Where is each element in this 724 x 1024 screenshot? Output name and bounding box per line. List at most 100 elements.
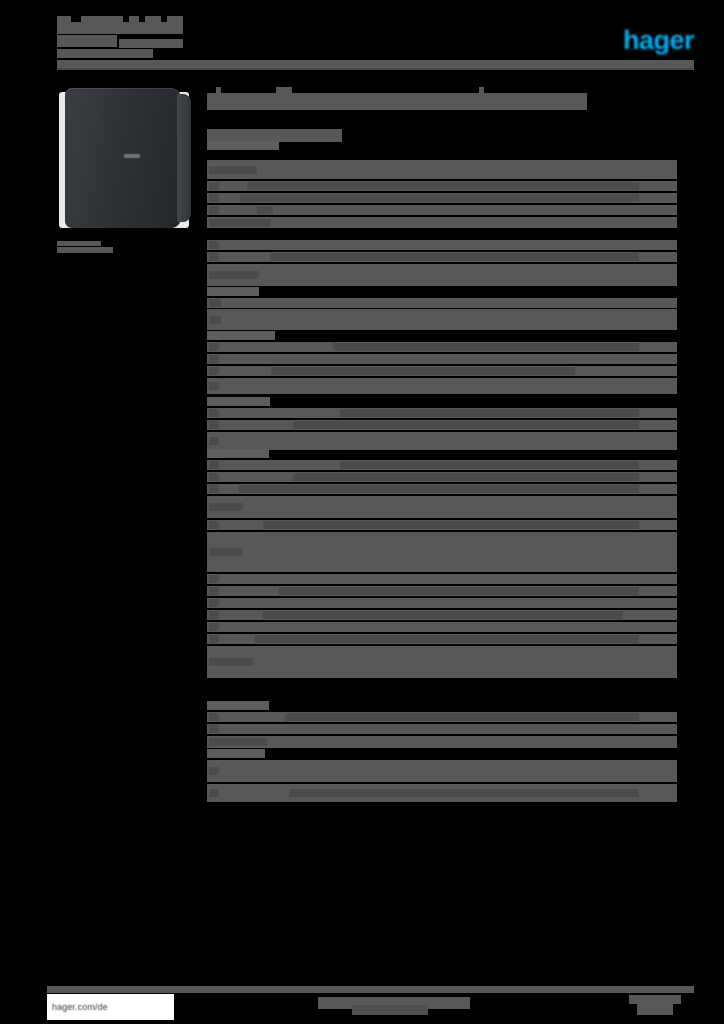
caption-text-block <box>57 247 113 253</box>
table-row <box>207 622 677 632</box>
row-label <box>209 241 219 249</box>
table-row <box>207 252 677 262</box>
footer-url-box[interactable]: hager.com/de <box>47 994 174 1020</box>
row-label <box>209 521 219 529</box>
table-row <box>207 240 677 250</box>
spec-section <box>207 749 677 802</box>
row-label <box>209 355 219 363</box>
table-row <box>207 205 677 215</box>
table-row <box>207 264 677 286</box>
table-row <box>207 646 677 678</box>
spec-section <box>207 141 677 228</box>
meta-text-block <box>129 16 139 23</box>
table-row <box>207 354 677 364</box>
row-label <box>209 409 219 417</box>
row-label <box>209 789 219 797</box>
row-value <box>285 713 639 721</box>
product-side-edge <box>177 94 191 222</box>
table-row <box>207 724 677 734</box>
header-divider-thin <box>57 68 694 70</box>
product-cover-plate <box>65 88 181 228</box>
row-value <box>340 409 639 417</box>
meta-text-block <box>167 16 183 23</box>
row-label <box>209 473 219 481</box>
row-value <box>239 485 639 493</box>
page-subtitle <box>207 129 342 142</box>
row-label <box>209 271 259 279</box>
section-header <box>207 141 279 150</box>
meta-text-block <box>145 16 161 23</box>
meta-text-block <box>57 35 117 47</box>
table-row <box>207 532 677 572</box>
table-row <box>207 472 677 482</box>
spec-section <box>207 701 677 748</box>
section-header <box>207 701 269 710</box>
table-row <box>207 736 677 748</box>
spec-section <box>207 397 677 450</box>
product-image <box>57 88 197 233</box>
row-value <box>263 521 639 529</box>
section-header <box>207 749 265 758</box>
spec-section <box>207 287 677 330</box>
row-label <box>209 461 219 469</box>
section-header <box>207 397 270 406</box>
meta-text-block <box>81 16 123 23</box>
table-row <box>207 181 677 191</box>
row-label <box>209 299 221 307</box>
table-row <box>207 712 677 722</box>
table-row <box>207 432 677 450</box>
row-value <box>333 343 639 351</box>
table-row <box>207 160 677 179</box>
row-label <box>209 367 219 375</box>
table-row <box>207 217 677 228</box>
row-value <box>271 367 575 375</box>
table-row <box>207 342 677 352</box>
table-row <box>207 309 677 330</box>
footer-url-text: hager.com/de <box>52 1002 108 1012</box>
section-header <box>207 449 269 458</box>
row-label <box>209 611 219 619</box>
row-value <box>247 182 639 190</box>
row-label <box>209 421 219 429</box>
row-label <box>209 635 219 643</box>
table-row <box>207 784 677 802</box>
row-label <box>209 575 219 583</box>
table-row <box>207 610 677 620</box>
meta-text-block <box>57 16 71 23</box>
row-label <box>209 165 257 174</box>
row-label <box>209 315 221 324</box>
table-row <box>207 460 677 470</box>
row-label <box>209 343 219 351</box>
title-ascender <box>216 87 221 93</box>
table-row <box>207 193 677 203</box>
row-value <box>263 611 623 619</box>
footer-address-line-2 <box>352 1005 428 1015</box>
row-label <box>209 599 219 607</box>
row-label <box>209 182 219 190</box>
spec-section <box>207 449 677 678</box>
section-header <box>207 331 275 340</box>
table-row <box>207 520 677 530</box>
row-label <box>209 767 219 775</box>
table-row <box>207 496 677 518</box>
header-divider <box>57 60 694 68</box>
table-row <box>207 598 677 608</box>
footer-page-number <box>629 995 681 1004</box>
meta-text-block <box>57 49 153 58</box>
row-label <box>209 218 271 227</box>
row-value <box>279 587 639 595</box>
row-label <box>209 725 219 733</box>
table-row <box>207 408 677 418</box>
row-value <box>240 194 639 202</box>
figure-caption <box>57 241 117 255</box>
row-label <box>209 623 219 631</box>
row-value <box>289 789 639 797</box>
row-label <box>209 738 267 746</box>
page-title <box>207 87 587 110</box>
row-label <box>209 713 219 721</box>
row-label <box>209 194 219 202</box>
spec-section <box>207 240 677 290</box>
section-header <box>207 287 259 296</box>
row-label <box>209 206 219 214</box>
